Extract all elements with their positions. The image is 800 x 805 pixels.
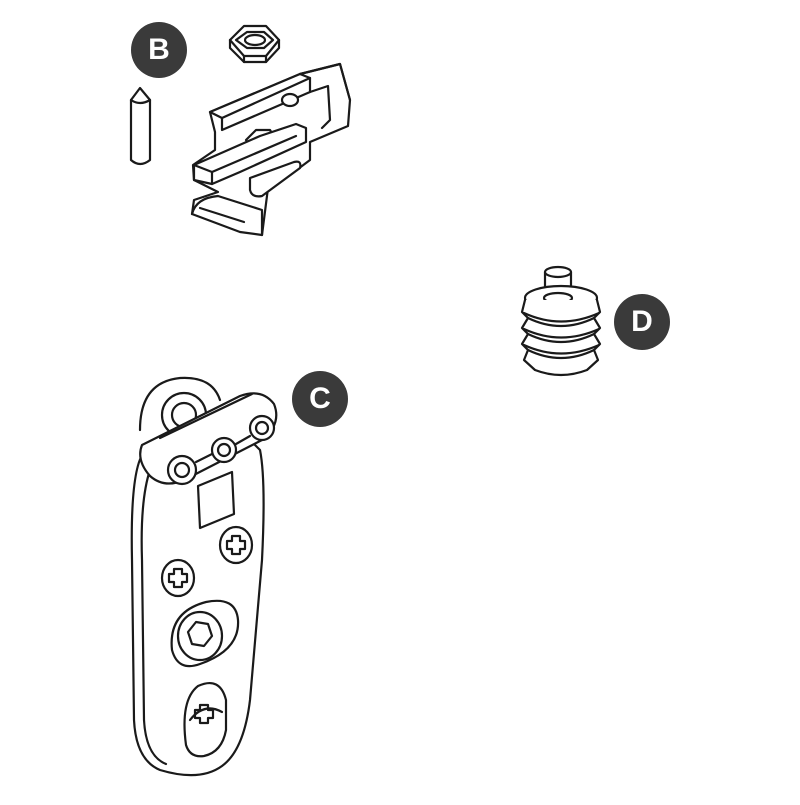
part-label-d: D — [614, 294, 670, 350]
pin-illustration — [131, 88, 150, 164]
adjustment-cam — [172, 601, 238, 666]
screw-head-upper — [220, 527, 252, 563]
part-label-c: C — [292, 371, 348, 427]
adjustment-slot — [185, 683, 227, 756]
part-b-group — [131, 26, 350, 235]
hinge-plate-illustration — [132, 378, 277, 775]
threaded-bushing-illustration — [522, 267, 600, 375]
part-label-b: B — [131, 22, 187, 78]
clip-bracket-illustration — [192, 64, 350, 235]
screw-head-left — [162, 560, 194, 596]
hex-nut-illustration — [230, 26, 279, 62]
